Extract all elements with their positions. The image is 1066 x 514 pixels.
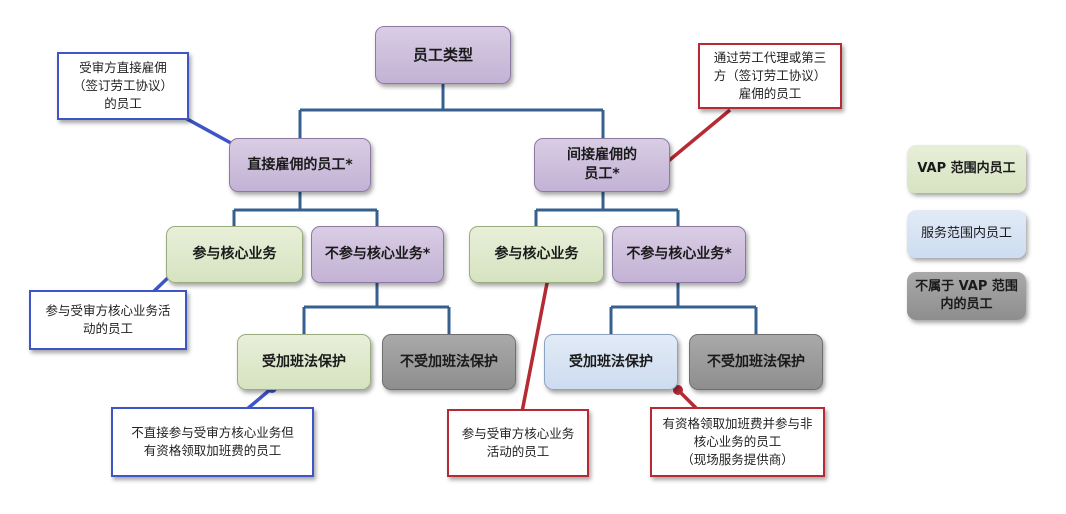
pointer-dot-indirect-ot xyxy=(673,385,683,395)
pointer-indirect-hire xyxy=(658,108,732,170)
node-indirect-overtime-protected: 受加班法保护 xyxy=(544,334,678,390)
legend-not-vap-scope: 不属于 VAP 范围 内的员工 xyxy=(907,272,1026,320)
pointer-indirect-core xyxy=(520,277,550,413)
legend-vap-scope: VAP 范围内员工 xyxy=(907,145,1026,193)
callout-indirect-overtime: 有资格领取加班费并参与非 核心业务的员工 （现场服务提供商） xyxy=(650,407,825,477)
legend-service-scope: 服务范围内员工 xyxy=(907,210,1026,258)
connector-direct-branch xyxy=(232,192,379,226)
node-indirect-noncore: 不参与核心业务* xyxy=(612,226,746,283)
node-employee-type: 员工类型 xyxy=(375,26,511,84)
callout-direct-hire: 受审方直接雇佣 （签订劳工协议） 的员工 xyxy=(57,52,189,120)
connector-root-branch xyxy=(298,84,605,138)
node-indirect-hire: 间接雇佣的 员工* xyxy=(534,138,670,192)
callout-indirect-core: 参与受审方核心业务 活动的员工 xyxy=(447,409,589,477)
connector-direct-noncore-branch xyxy=(302,283,451,334)
node-direct-hire: 直接雇佣的员工* xyxy=(229,138,371,192)
callout-direct-core: 参与受审方核心业务活 动的员工 xyxy=(29,290,187,350)
node-direct-noncore: 不参与核心业务* xyxy=(311,226,444,283)
tree-connectors xyxy=(232,84,758,334)
connector-indirect-branch xyxy=(534,192,680,226)
node-direct-core: 参与核心业务 xyxy=(166,226,303,283)
node-direct-overtime-protected: 受加班法保护 xyxy=(237,334,371,390)
node-indirect-not-overtime-protected: 不受加班法保护 xyxy=(689,334,823,390)
connector-indirect-noncore-branch xyxy=(609,283,758,334)
pointer-direct-ot xyxy=(244,386,274,412)
node-indirect-core: 参与核心业务 xyxy=(469,226,604,283)
callout-direct-overtime: 不直接参与受审方核心业务但 有资格领取加班费的员工 xyxy=(111,407,314,477)
callout-indirect-hire: 通过劳工代理或第三 方（签订劳工协议） 雇佣的员工 xyxy=(698,43,842,109)
node-direct-not-overtime-protected: 不受加班法保护 xyxy=(382,334,516,390)
